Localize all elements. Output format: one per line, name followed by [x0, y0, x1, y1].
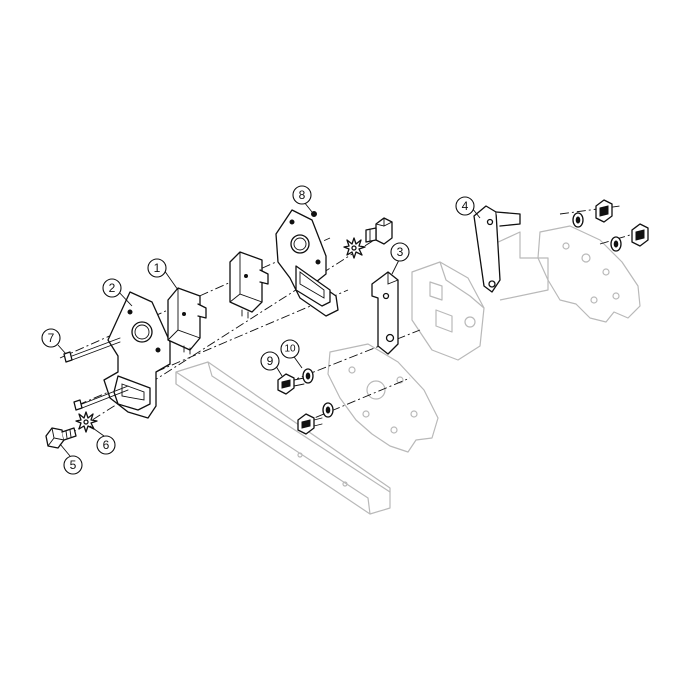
callout-4: 4	[455, 196, 475, 216]
callout-2-label: 2	[109, 281, 116, 295]
cap-screw-right-upper	[595, 199, 613, 223]
ghost-center-block	[411, 261, 485, 361]
hex-bolt-upper-right	[365, 217, 393, 245]
microswitch-left	[167, 287, 207, 355]
washer-right-lower	[610, 236, 622, 252]
callout-1-label: 1	[154, 261, 161, 275]
callout-10-label: 10	[284, 344, 296, 355]
ghost-right-plate	[493, 225, 641, 323]
cap-screw-middle-lower	[297, 413, 323, 435]
left-switch-bracket	[103, 291, 171, 419]
callout-3-label: 3	[397, 245, 404, 259]
callout-8-label: 8	[299, 188, 306, 202]
microswitch-right	[229, 251, 269, 319]
cap-screw-middle-upper	[277, 373, 305, 395]
ghost-frame-rail	[175, 361, 391, 515]
star-washer-upper-right	[343, 237, 366, 259]
callout-10: 10	[280, 339, 300, 359]
cap-screw-right-lower	[631, 223, 649, 247]
ghost-left-plate	[327, 343, 439, 453]
hex-bolt-lower-left	[45, 427, 77, 449]
callout-6: 6	[96, 435, 116, 455]
long-screw-lower	[73, 385, 129, 411]
callout-1: 1	[147, 258, 167, 278]
callout-3: 3	[390, 242, 410, 262]
l-mount-bracket	[473, 205, 521, 293]
right-switch-bracket	[275, 209, 339, 317]
callout-5: 5	[63, 455, 83, 475]
callout-2: 2	[102, 278, 122, 298]
callout-4-label: 4	[462, 199, 469, 213]
callout-9: 9	[260, 351, 280, 371]
washer-middle-upper	[302, 368, 314, 384]
callout-5-label: 5	[70, 458, 77, 472]
small-mount-bracket	[371, 271, 399, 355]
callout-7-label: 7	[48, 331, 55, 345]
washer-right-upper	[572, 212, 584, 228]
callout-7: 7	[41, 328, 61, 348]
callout-9-label: 9	[267, 354, 274, 368]
small-nut-top	[311, 211, 317, 217]
callout-6-label: 6	[103, 438, 110, 452]
callout-8: 8	[292, 185, 312, 205]
washer-middle-lower	[322, 402, 334, 418]
long-screw-upper	[63, 337, 121, 363]
